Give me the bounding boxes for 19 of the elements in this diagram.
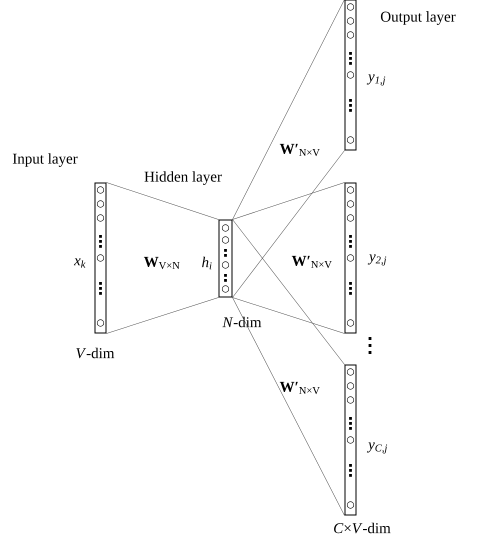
vector-label: h$_{i}$ xyxy=(202,256,212,270)
layer-label: Hidden layer xyxy=(144,171,222,185)
weight-label: W′$_{N×V}$ xyxy=(280,382,320,394)
layer-label: Input layer xyxy=(12,153,78,167)
connection-lines xyxy=(106,182,219,334)
vector-label: y$_{C,j}$ xyxy=(366,442,388,454)
vector-label: y$_{2,j}$ xyxy=(368,254,386,266)
dimension-label: V-dim xyxy=(76,348,114,358)
connection-lines xyxy=(232,0,345,298)
connection-lines xyxy=(232,182,345,334)
vector-label: y$_{1,j}$ xyxy=(366,74,386,86)
vector-label: x$_{k}$ xyxy=(74,258,86,268)
weight-label: W′$_{N×V}$ xyxy=(292,256,332,268)
layer-label: Output layer xyxy=(380,11,456,25)
dimension-label: N-dim xyxy=(222,316,262,328)
weight-label: W$_{V×N}$ xyxy=(144,256,180,270)
connection-lines xyxy=(232,219,345,516)
dimension-label: C×V-dim xyxy=(334,522,391,534)
weight-label: W′$_{N×V}$ xyxy=(280,144,320,156)
